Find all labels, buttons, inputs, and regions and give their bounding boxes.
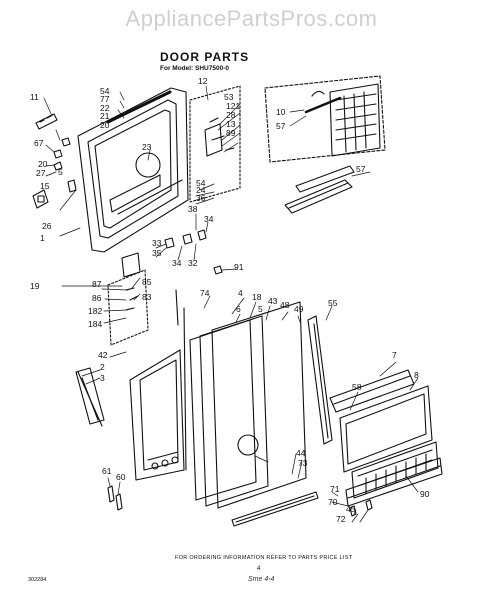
door-frame	[129, 349, 185, 481]
bottom-trim	[231, 491, 319, 527]
part-number-label: 60	[116, 472, 126, 482]
side-trim-right	[307, 315, 333, 445]
kick-channel	[345, 457, 443, 507]
part-number-label: 6	[236, 304, 241, 314]
part-number-label: 11	[30, 92, 39, 102]
part-number-label: 72	[336, 514, 346, 524]
part-number-label: 44	[296, 448, 306, 458]
part-number-label: 58	[352, 382, 362, 392]
part-number-label: 54	[196, 178, 206, 188]
part-number-label: 20	[100, 120, 110, 130]
latch-assembly-box	[189, 85, 241, 203]
watermark: AppliancePartsPros.com	[125, 6, 378, 31]
part-number-label: 33	[152, 238, 162, 248]
side-trim-left	[75, 367, 105, 425]
part-number-label: 49	[294, 304, 304, 314]
part-number-label: 91	[234, 262, 244, 272]
part-number-label: 74	[200, 288, 210, 298]
part-number-label: 21	[100, 111, 110, 121]
part-number-label: 36	[196, 193, 206, 203]
part-number-label: 73	[298, 458, 308, 468]
part-number-label: 34	[204, 214, 214, 224]
part-number-label: 15	[40, 181, 50, 191]
door-glass-middle	[199, 315, 269, 507]
part-number-label: 77	[100, 94, 110, 104]
inner-door-panel	[77, 87, 189, 253]
part-number-label: 54	[100, 86, 110, 96]
part-number-label: 55	[328, 298, 338, 308]
part-number-label: 2	[100, 362, 105, 372]
part-number-label: 5	[258, 304, 263, 314]
part-number-label: 34	[172, 258, 182, 268]
part-number-label: 27	[36, 168, 46, 178]
part-number-label: 87	[92, 279, 102, 289]
part-number-label: 23	[142, 142, 152, 152]
part-number-label: 121	[226, 101, 240, 111]
part-number-label: 26	[42, 221, 52, 231]
drawing-code: 302284	[28, 577, 47, 583]
vent-bracket	[35, 113, 58, 130]
page-number: 4	[257, 566, 261, 572]
part-number-label: 28	[226, 110, 236, 120]
part-number-label: 18	[252, 292, 262, 302]
outer-panel-window	[237, 434, 259, 456]
handle-trim	[284, 179, 353, 214]
part-number-label: 57	[276, 121, 286, 131]
part-number-label: 71	[330, 484, 340, 494]
diagram-subtitle: For Model: SHU7500-0	[160, 65, 229, 72]
kick-grille-90	[351, 441, 439, 499]
part-number-label: 67	[34, 138, 44, 148]
part-number-label: 3	[100, 373, 105, 383]
part-number-label: 12	[198, 76, 208, 86]
part-number-label: 32	[188, 258, 198, 268]
part-number-label: 35	[152, 248, 162, 258]
ordering-note: FOR ORDERING INFORMATION REFER TO PARTS …	[175, 555, 353, 561]
part-number-label: 8	[414, 370, 419, 380]
part-number-label: 22	[100, 103, 110, 113]
part-number-label: 45	[346, 504, 356, 514]
part-number-label: 5	[58, 167, 63, 177]
part-number-label: 19	[30, 281, 40, 291]
part-number-label: 53	[224, 92, 234, 102]
part-number-label: 42	[98, 350, 108, 360]
part-number-label: 90	[420, 489, 430, 499]
part-number-label: 83	[142, 292, 152, 302]
part-number-label: 70	[328, 497, 338, 507]
part-number-label: 13	[226, 119, 236, 129]
part-number-label: 89	[226, 128, 236, 138]
window-opening	[135, 152, 161, 178]
part-number-label: 43	[268, 296, 278, 306]
part-number-label: 38	[188, 204, 198, 214]
part-number-label: 7	[392, 350, 397, 360]
part-number-label: 1	[40, 233, 45, 243]
part-number-label: 86	[92, 293, 102, 303]
part-number-label: 10	[276, 107, 286, 117]
handwritten-signature: Sme 4-4	[248, 576, 275, 583]
part-number-label: 85	[142, 277, 152, 287]
vent-rod	[304, 96, 342, 114]
diagram-title: DOOR PARTS	[160, 50, 250, 64]
part-number-label: 184	[88, 319, 102, 329]
part-number-label: 182	[88, 306, 102, 316]
trim-piece-7	[329, 369, 415, 413]
part-number-label: 20	[38, 159, 48, 169]
part-number-label: 4	[238, 288, 243, 298]
part-number-label: 24	[196, 185, 206, 195]
vent-grille	[329, 83, 381, 157]
part-number-label: 48	[280, 300, 290, 310]
door-outer-panel	[211, 301, 307, 509]
vent-grille-box	[264, 75, 386, 163]
part-number-label: 61	[102, 466, 112, 476]
part-number-label: 57	[356, 164, 366, 174]
trim-frame-8	[339, 385, 433, 473]
